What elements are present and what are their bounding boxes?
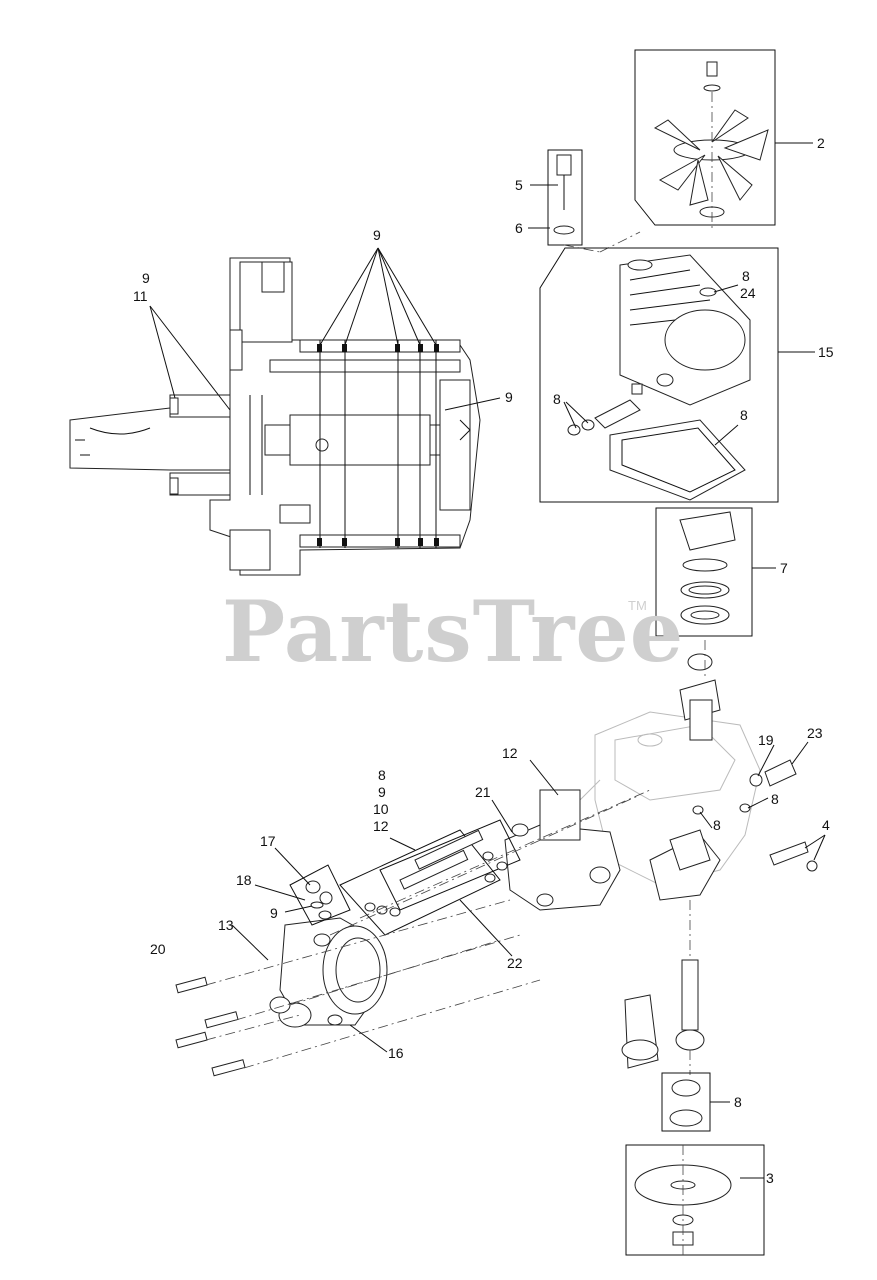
- side-parts: [669, 759, 818, 872]
- trademark-mark: TM: [628, 598, 647, 613]
- callout-21: 21: [475, 784, 491, 800]
- bearing-assembly: [655, 507, 753, 637]
- callout-20: 20: [150, 941, 166, 957]
- callout-9-small: 9: [270, 905, 278, 921]
- callout-24: 24: [740, 285, 756, 301]
- callout-4: 4: [822, 817, 830, 833]
- callout-7: 7: [780, 560, 788, 576]
- callout-8-cover-b: 8: [553, 391, 561, 407]
- partstree-watermark: PartsTree: [222, 582, 685, 681]
- callout-8-mid-b: 8: [713, 817, 721, 833]
- callout-9-right: 9: [505, 389, 513, 405]
- bottom-bearing-box: [661, 1072, 711, 1132]
- callout-12-stack: 12: [373, 818, 389, 834]
- callout-12-top: 12: [502, 745, 518, 761]
- housing-cover-assembly: [539, 247, 779, 503]
- callout-8-bottom: 8: [734, 1094, 742, 1110]
- callout-13: 13: [218, 917, 234, 933]
- callout-8-cover-a: 8: [742, 268, 750, 284]
- callout-11: 11: [133, 288, 148, 304]
- filter: [621, 994, 659, 1069]
- cross-section-view: [69, 257, 481, 576]
- callout-labels: 2 5 6 8 24 15 8 8 7 9 9 11 9 12 19 23 8 …: [133, 135, 834, 1186]
- callout-23: 23: [807, 725, 823, 741]
- leader-lines: [149, 142, 826, 1179]
- callout-6: 6: [515, 220, 523, 236]
- callout-22: 22: [507, 955, 523, 971]
- callout-9-top: 9: [373, 227, 381, 243]
- callout-2: 2: [817, 135, 825, 151]
- callout-8-mid-a: 8: [771, 791, 779, 807]
- callout-18: 18: [236, 872, 252, 888]
- callout-16: 16: [388, 1045, 404, 1061]
- callout-15: 15: [818, 344, 834, 360]
- callout-9-stack: 9: [378, 784, 386, 800]
- fan-assembly: [634, 49, 776, 230]
- callout-3: 3: [766, 1170, 774, 1186]
- main-housing: [559, 640, 761, 1000]
- check-valve-box: [289, 864, 351, 926]
- bolts: [175, 789, 651, 1077]
- callout-8-cover-c: 8: [740, 407, 748, 423]
- pulley-assembly: [625, 1144, 765, 1256]
- center-section: [504, 789, 621, 911]
- callout-8-stack: 8: [378, 767, 386, 783]
- callout-17: 17: [260, 833, 276, 849]
- callout-5: 5: [515, 177, 523, 193]
- dipstick-assembly: [547, 149, 641, 253]
- seal-kit-box: [339, 819, 521, 936]
- output-shaft: [675, 959, 705, 1075]
- pump-housing: [269, 917, 388, 1028]
- callout-9-left: 9: [142, 270, 150, 286]
- callout-10-stack: 10: [373, 801, 389, 817]
- callout-19: 19: [758, 732, 774, 748]
